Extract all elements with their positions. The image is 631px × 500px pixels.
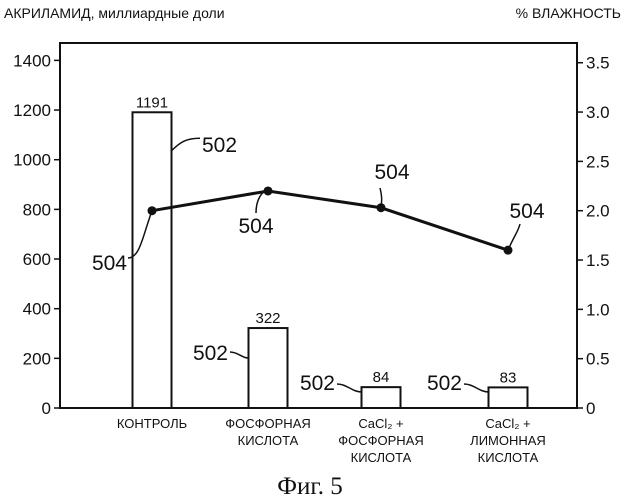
leader-line	[230, 352, 248, 358]
reference-label: 502	[193, 342, 228, 365]
right-tick-label: 0	[586, 399, 595, 418]
category-label: ФОСФОРНАЯ	[338, 433, 424, 448]
bar	[249, 328, 288, 408]
bar	[489, 387, 528, 408]
left-tick-label: 1400	[13, 51, 51, 70]
bar-value-label: 84	[373, 369, 390, 386]
right-tick-label: 2.0	[586, 202, 610, 221]
reference-label: 502	[300, 372, 335, 395]
leader-line	[508, 224, 520, 250]
reference-label: 504	[509, 200, 544, 223]
category-label: КИСЛОТА	[478, 450, 539, 465]
moisture-line	[152, 191, 508, 250]
bar-value-label: 83	[500, 369, 517, 386]
right-tick-label: 3.5	[586, 54, 610, 73]
moisture-line-series	[148, 186, 513, 254]
right-axis-title: % ВЛАЖНОСТЬ	[516, 5, 621, 21]
left-tick-label: 600	[23, 250, 51, 269]
left-tick-label: 0	[42, 399, 51, 418]
bar	[133, 112, 172, 408]
category-label: CaCl₂ +	[358, 416, 403, 431]
right-tick-label: 1.5	[586, 251, 610, 270]
reference-label: 502	[202, 134, 237, 157]
category-label: КИСЛОТА	[351, 450, 412, 465]
left-axis-title: АКРИЛАМИД, миллиардные доли	[4, 5, 225, 21]
right-tick-label: 2.5	[586, 152, 610, 171]
category-labels: КОНТРОЛЬ ФОСФОРНАЯ КИСЛОТА CaCl₂ + ФОСФОРНАЯ…	[117, 416, 546, 465]
left-tick-label: 200	[23, 349, 51, 368]
left-tick-label: 1000	[13, 151, 51, 170]
category-label: КОНТРОЛЬ	[117, 416, 187, 431]
right-tick-label: 1.0	[586, 300, 610, 319]
leader-line	[464, 384, 489, 392]
category-label: ФОСФОРНАЯ	[225, 416, 311, 431]
category-label: CaCl₂ +	[485, 416, 530, 431]
right-tick-label: 3.0	[586, 103, 610, 122]
leader-line	[172, 138, 200, 150]
left-tick-label: 1200	[13, 101, 51, 120]
right-tick-label: 0.5	[586, 350, 610, 369]
left-tick-label: 400	[23, 300, 51, 319]
leader-line	[337, 384, 362, 392]
reference-label: 502	[427, 372, 462, 395]
bar-series: 1191 322 84 83	[133, 94, 528, 408]
bar-value-label: 1191	[136, 94, 168, 111]
figure-caption: Фиг. 5	[277, 473, 343, 500]
bar	[362, 387, 401, 408]
bar-value-label: 322	[255, 310, 280, 327]
category-label: КИСЛОТА	[238, 433, 299, 448]
category-label: ЛИМОННАЯ	[470, 433, 546, 448]
reference-label: 504	[92, 252, 127, 275]
right-axis-ticks: 0 0.5 1.0 1.5 2.0 2.5 3.0 3.5	[577, 54, 610, 418]
reference-label: 504	[374, 161, 409, 184]
reference-label: 504	[238, 215, 273, 238]
left-axis-ticks: 0 200 400 600 800 1000 1200 1400	[13, 51, 60, 418]
left-tick-label: 800	[23, 200, 51, 219]
